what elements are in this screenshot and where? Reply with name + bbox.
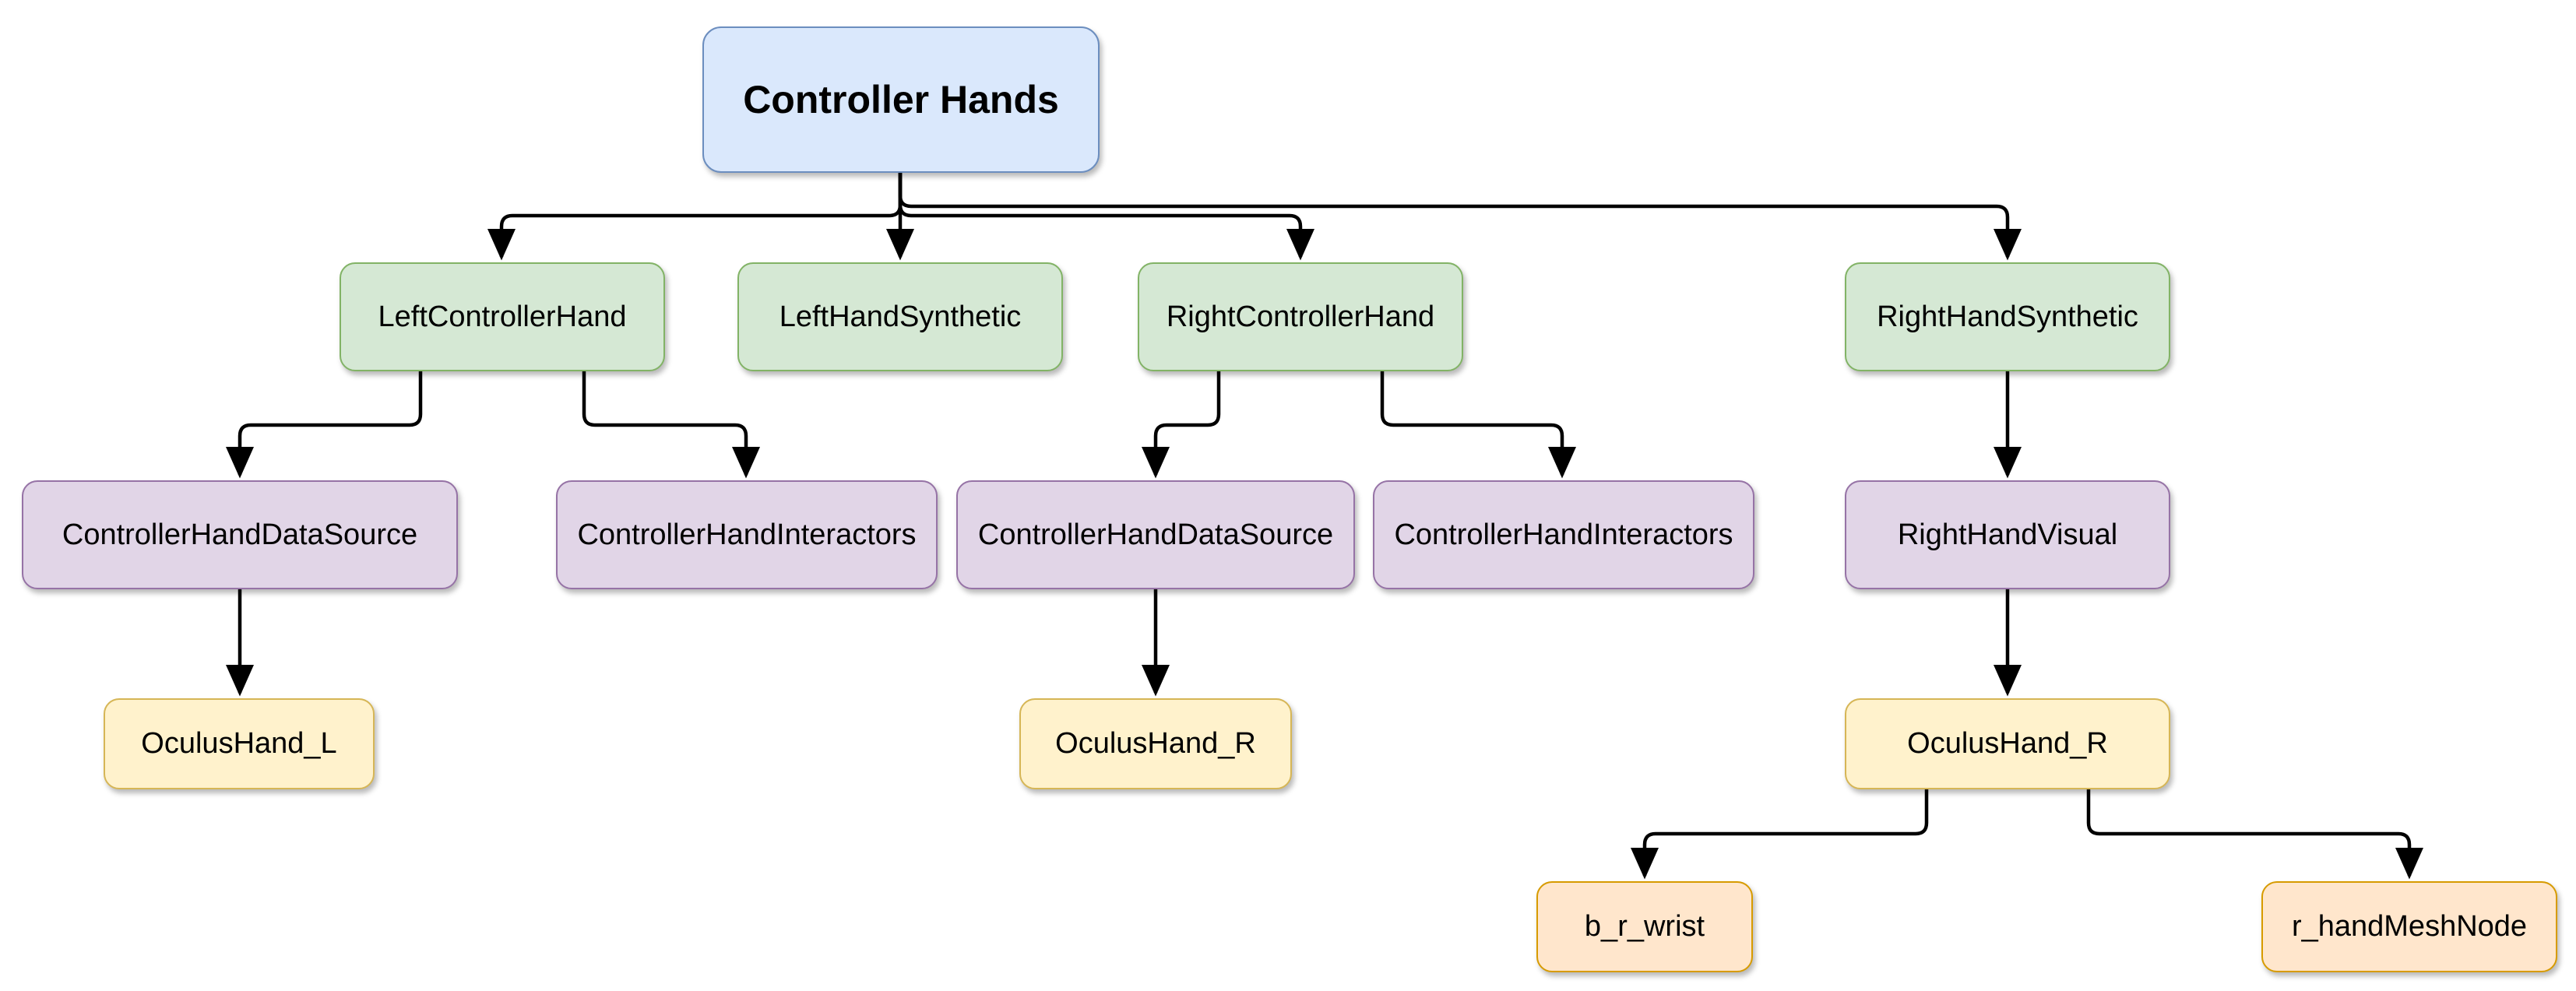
edge-right-hand-to-data-source: [1142, 371, 1221, 479]
node-right-hand-visual[interactable]: RightHandVisual: [1845, 480, 2170, 589]
edge-left-hand-to-interactors: [582, 371, 760, 479]
node-right-hand-synthetic[interactable]: RightHandSynthetic: [1845, 262, 2170, 371]
edge-root-to-right-controller-hand: [898, 173, 1314, 261]
node-left-controller-hand-interactors[interactable]: ControllerHandInteractors: [556, 480, 938, 589]
node-controller-hands[interactable]: Controller Hands: [702, 26, 1100, 173]
edge-oculus-r-to-wrist: [1631, 789, 1929, 880]
node-left-hand-synthetic[interactable]: LeftHandSynthetic: [737, 262, 1063, 371]
edge-right-hand-to-interactors: [1380, 371, 1576, 479]
node-oculus-hand-r-data-source[interactable]: OculusHand_R: [1019, 698, 1292, 789]
node-oculus-hand-l[interactable]: OculusHand_L: [104, 698, 375, 789]
node-left-controller-hand[interactable]: LeftControllerHand: [340, 262, 665, 371]
edge-left-hand-to-data-source: [226, 371, 423, 479]
node-right-controller-hand[interactable]: RightControllerHand: [1138, 262, 1463, 371]
edge-root-to-left-controller-hand: [487, 173, 903, 261]
node-left-controller-hand-data-source[interactable]: ControllerHandDataSource: [22, 480, 458, 589]
node-right-controller-hand-data-source[interactable]: ControllerHandDataSource: [956, 480, 1355, 589]
node-r-hand-mesh-node[interactable]: r_handMeshNode: [2261, 881, 2557, 972]
node-oculus-hand-r-visual[interactable]: OculusHand_R: [1845, 698, 2170, 789]
node-right-controller-hand-interactors[interactable]: ControllerHandInteractors: [1373, 480, 1754, 589]
edge-oculus-r-to-mesh-node: [2086, 789, 2423, 880]
node-b-r-wrist[interactable]: b_r_wrist: [1536, 881, 1753, 972]
edge-root-to-right-hand-synthetic: [898, 173, 2022, 261]
